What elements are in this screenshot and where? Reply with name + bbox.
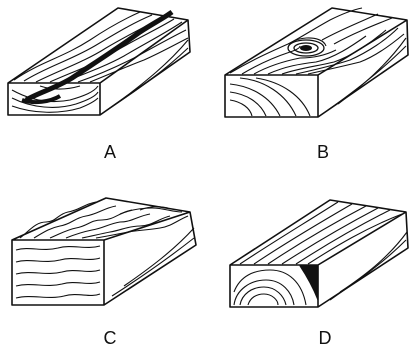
- panel-b-board: [225, 8, 408, 117]
- panel-d-label: D: [319, 328, 332, 348]
- panel-d-board: [230, 200, 408, 307]
- panel-a-board: [8, 8, 190, 115]
- panel-c-label: C: [104, 328, 117, 348]
- panel-a-label: A: [104, 142, 116, 162]
- panel-d-wane: [300, 266, 318, 300]
- panel-b-label: B: [317, 142, 329, 162]
- panel-c-outline: [12, 198, 196, 305]
- panel-b-outline: [225, 8, 408, 117]
- panel-b-knot: [300, 45, 312, 51]
- panel-c-board: [12, 198, 196, 305]
